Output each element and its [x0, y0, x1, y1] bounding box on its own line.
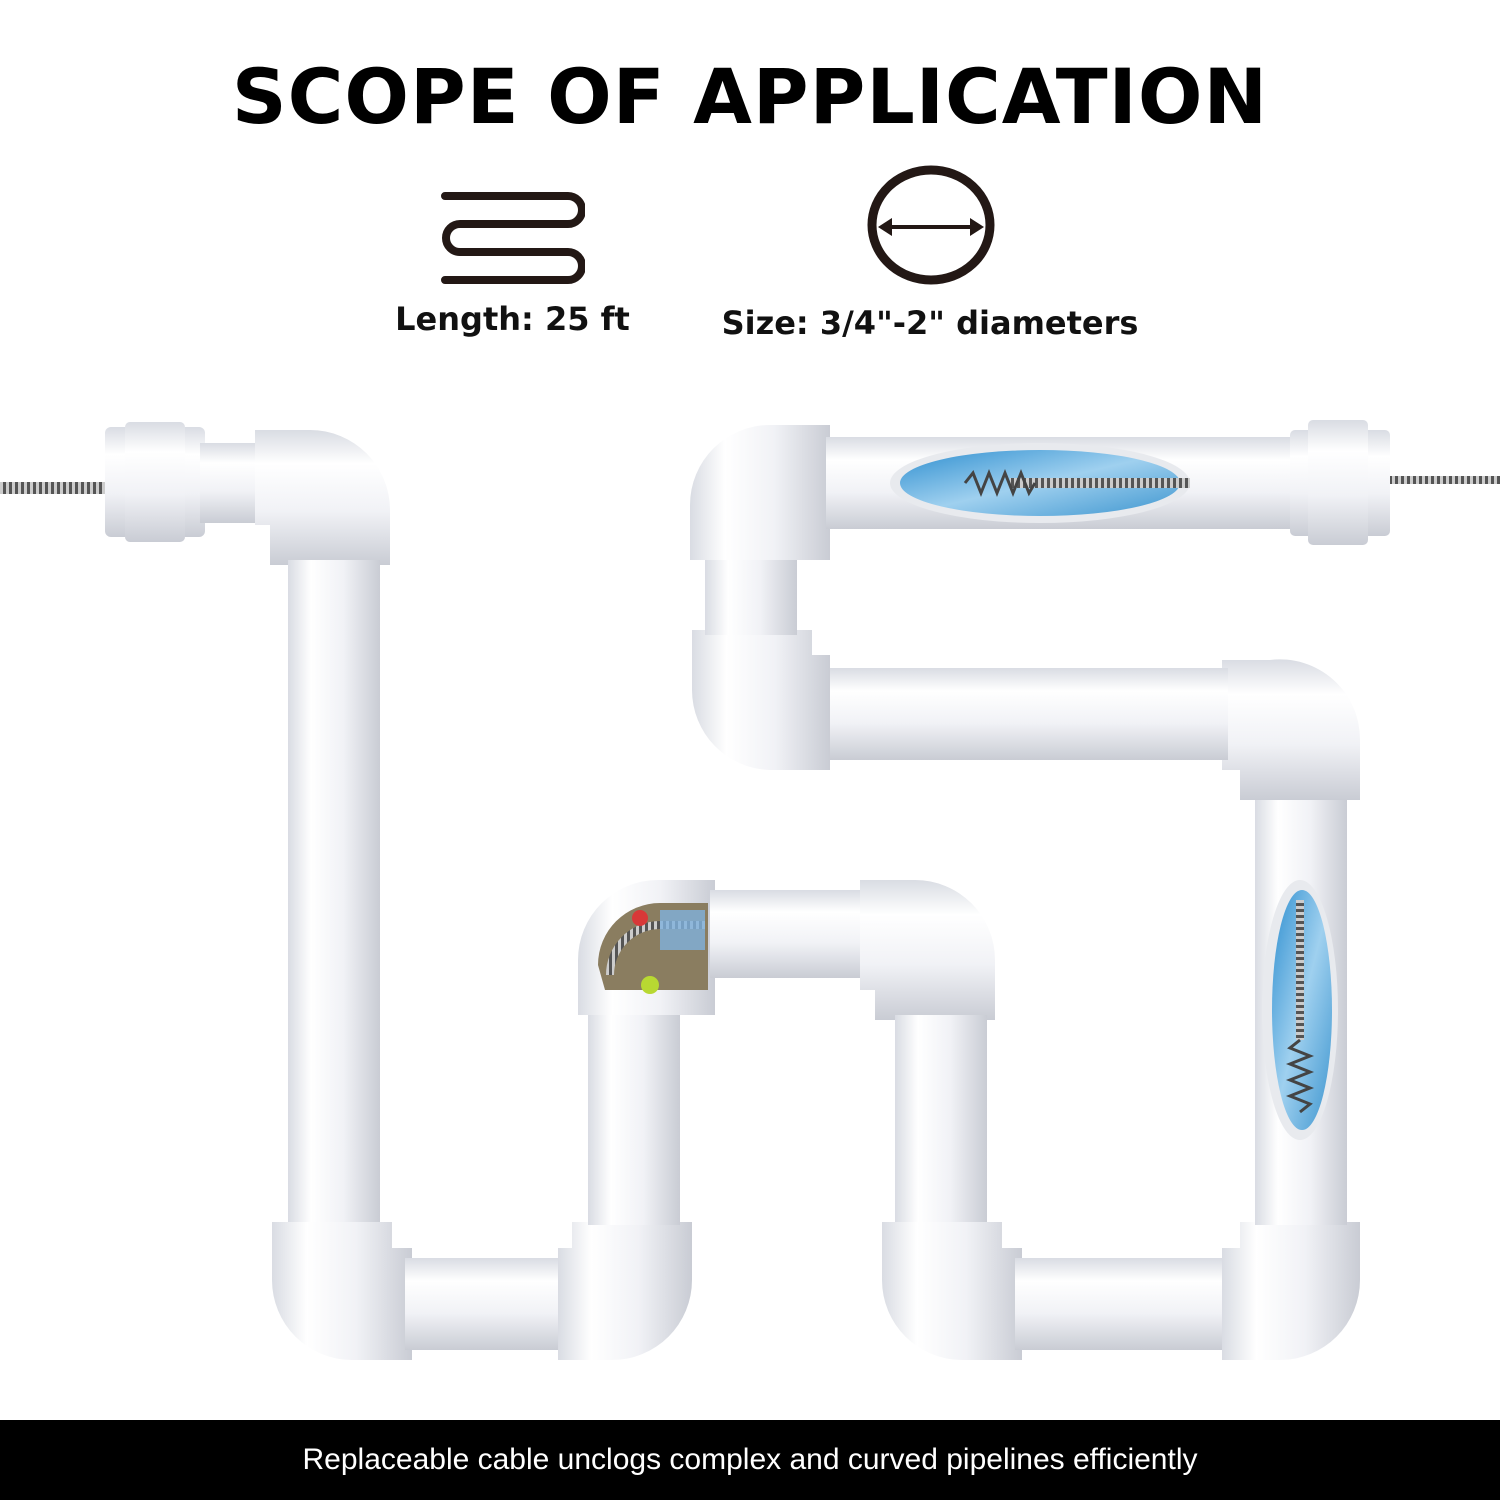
length-label: Length: 25 ft	[395, 300, 630, 338]
cable-left	[0, 482, 110, 494]
caption-bar: Replaceable cable unclogs complex and cu…	[0, 1420, 1500, 1500]
pipe-diameter-icon	[866, 165, 996, 285]
cable-right	[1390, 476, 1500, 484]
page-title: SCOPE OF APPLICATION	[231, 52, 1269, 141]
coiled-cable-icon	[440, 190, 586, 285]
caption-text: Replaceable cable unclogs complex and cu…	[302, 1443, 1198, 1476]
size-label: Size: 3/4"-2" diameters	[721, 304, 1139, 342]
